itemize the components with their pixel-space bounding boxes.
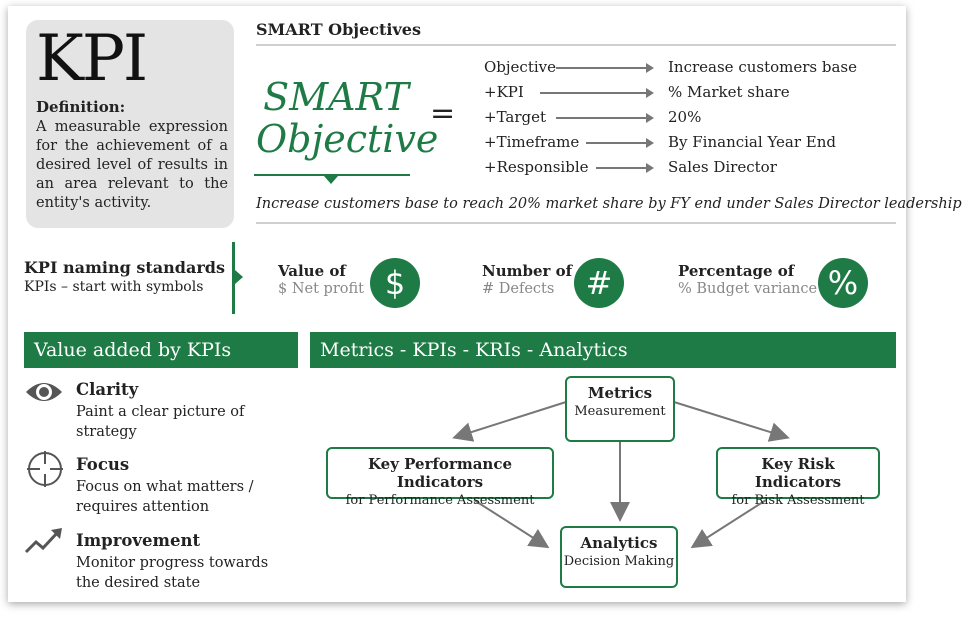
smart-value: Sales Director — [668, 158, 777, 176]
kri-node: Key Risk Indicators for Risk Assessment — [716, 447, 880, 508]
metrics-node: Metrics Measurement — [565, 376, 675, 442]
smart-word-line2: Objective — [256, 117, 439, 161]
smart-objective-word: SMART Objective — [256, 75, 439, 161]
naming-subtitle: KPIs – start with symbols — [24, 279, 204, 295]
arrow-metrics-to-kpi — [452, 401, 567, 442]
right-arrow-icon — [556, 114, 654, 122]
equals-sign: = — [430, 96, 456, 131]
right-arrow-icon — [596, 164, 654, 172]
value-desc: Focus on what matters / requires attenti… — [76, 479, 254, 515]
value-added-header: Value added by KPIs — [24, 332, 298, 368]
node-subtitle: Measurement — [574, 404, 666, 419]
node-subtitle: Decision Making — [563, 554, 675, 569]
node-title: Metrics — [587, 384, 653, 402]
naming-label: Percentage of — [678, 262, 795, 280]
right-arrow-icon — [556, 64, 654, 72]
smart-term: +Responsible — [484, 158, 589, 176]
smart-heading: SMART Objectives — [256, 20, 421, 39]
kpi-title: KPI — [36, 22, 148, 96]
naming-divider — [232, 242, 235, 314]
smart-value: % Market share — [668, 83, 790, 101]
arrow-kpi-to-analytics — [473, 499, 550, 549]
smart-word-line1: SMART — [263, 75, 409, 119]
naming-title: KPI naming standards — [24, 258, 225, 277]
smart-term: +Timeframe — [484, 133, 580, 151]
naming-example: # Defects — [482, 281, 555, 297]
value-desc: Paint a clear picture of strategy — [76, 404, 245, 440]
value-title: Improvement — [76, 531, 201, 550]
smart-value: By Financial Year End — [668, 133, 837, 151]
naming-label: Value of — [278, 262, 346, 280]
value-title: Focus — [76, 455, 130, 474]
metrics-header: Metrics - KPIs - KRIs - Analytics — [310, 332, 896, 368]
value-title: Clarity — [76, 380, 139, 399]
pointer-icon — [235, 270, 243, 284]
smart-underline — [254, 174, 410, 176]
node-title: Analytics — [580, 534, 658, 552]
hash-icon: # — [574, 258, 624, 308]
node-title: Key Performance Indicators — [367, 455, 513, 491]
eye-icon — [24, 378, 64, 410]
node-subtitle: for Risk Assessment — [731, 493, 865, 508]
divider — [256, 222, 896, 224]
value-desc: Monitor progress towards the desired sta… — [76, 555, 269, 591]
naming-label: Number of — [482, 262, 573, 280]
node-title: Key Risk Indicators — [754, 455, 842, 491]
smart-term: Objective — [484, 58, 557, 76]
percent-icon: % — [818, 258, 868, 308]
analytics-node: Analytics Decision Making — [560, 526, 678, 588]
naming-example: % Budget variance — [678, 281, 818, 297]
smart-caret-icon — [324, 176, 338, 184]
smart-term: +KPI — [484, 83, 524, 101]
arrow-kri-to-analytics — [690, 499, 767, 549]
definition-text: A measurable expression for the achievem… — [36, 119, 228, 211]
smart-term: +Target — [484, 108, 547, 126]
kpi-node: Key Performance Indicators for Performan… — [326, 447, 554, 508]
node-subtitle: for Performance Assessment — [345, 493, 535, 508]
right-arrow-icon — [586, 139, 654, 147]
trend-up-icon — [24, 526, 64, 560]
dollar-icon: $ — [370, 258, 420, 308]
smart-value: Increase customers base — [668, 58, 857, 76]
crosshair-icon — [26, 450, 64, 492]
right-arrow-icon — [540, 89, 654, 97]
divider — [256, 44, 896, 46]
naming-example: $ Net profit — [278, 281, 364, 297]
arrow-metrics-to-kri — [673, 401, 790, 442]
smart-summary: Increase customers base to reach 20% mar… — [256, 196, 962, 212]
diagram-arrows — [452, 401, 790, 549]
definition-label: Definition: — [36, 98, 126, 116]
smart-value: 20% — [668, 108, 702, 126]
kpi-definition-card: KPI Definition: A measurable expression … — [26, 20, 234, 228]
